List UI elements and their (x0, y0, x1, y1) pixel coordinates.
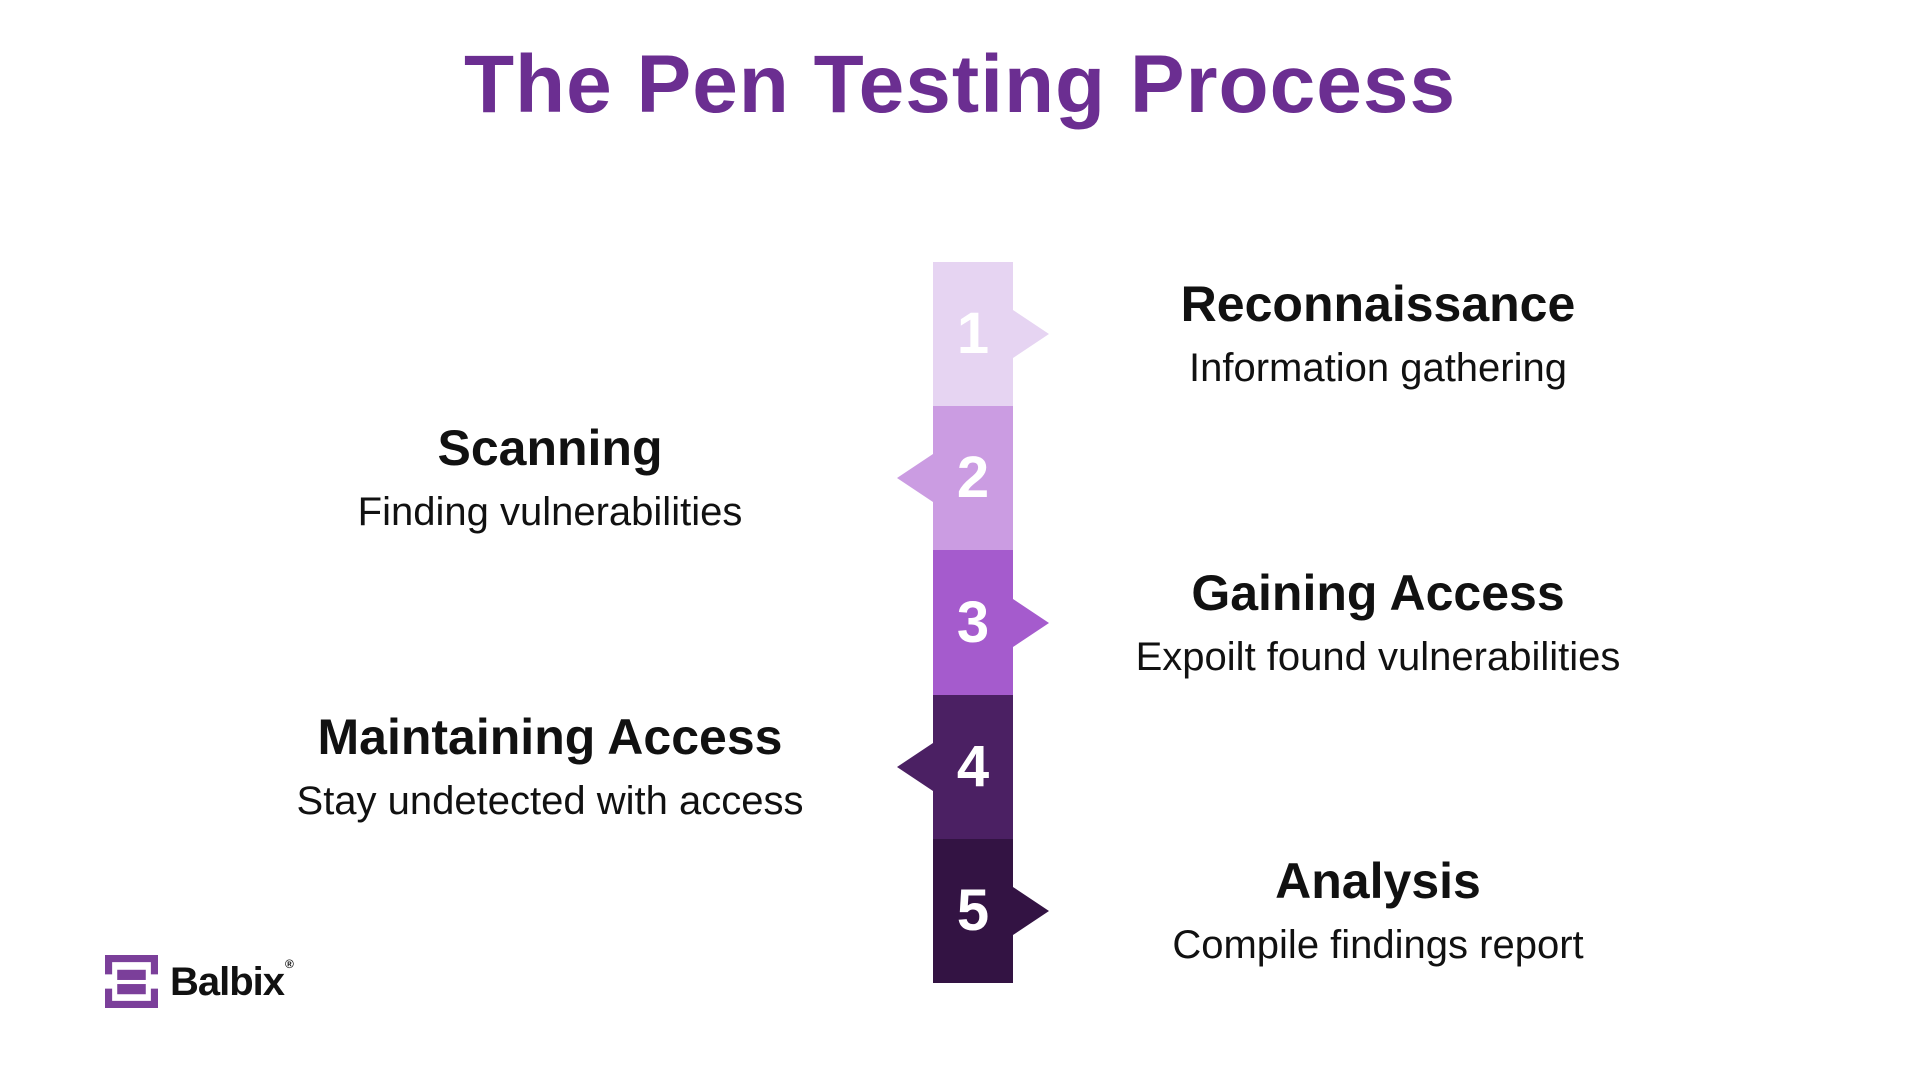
step-3-subtitle: Expoilt found vulnerabilities (1135, 635, 1621, 679)
process-step-4-segment: 4 (897, 695, 1013, 839)
step-4-arrow-icon (897, 743, 933, 791)
balbix-logo: Balbix® (105, 955, 294, 1008)
step-2-number: 2 (956, 445, 990, 510)
page-title: The Pen Testing Process (463, 39, 1457, 130)
step-1-number: 1 (956, 301, 990, 366)
step-1-heading: Reconnaissance (1180, 276, 1576, 332)
balbix-brand-name: Balbix (170, 959, 285, 1004)
step-3-label: Gaining Access Expoilt found vulnerabili… (1078, 553, 1678, 693)
step-1-subtitle: Information gathering (1188, 346, 1567, 390)
balbix-brand-text: Balbix® (170, 958, 294, 1004)
step-4-heading: Maintaining Access (317, 709, 783, 765)
step-5-arrow-icon (1013, 887, 1049, 935)
step-4-number: 4 (956, 734, 990, 799)
step-1-arrow-icon (1013, 310, 1049, 358)
step-5-number: 5 (956, 878, 990, 943)
step-4-label: Maintaining Access Stay undetected with … (90, 697, 1010, 837)
step-3-heading: Gaining Access (1191, 565, 1565, 621)
step-2-heading: Scanning (437, 420, 663, 476)
balbix-logo-icon (105, 955, 158, 1008)
step-2-subtitle: Finding vulnerabilities (357, 490, 743, 534)
step-1-label: Reconnaissance Information gathering (1078, 264, 1678, 404)
step-5-subtitle: Compile findings report (1172, 923, 1584, 967)
process-step-1-segment: 1 (933, 262, 1049, 406)
step-2-label: Scanning Finding vulnerabilities (90, 408, 1010, 548)
process-step-3-segment: 3 (933, 550, 1049, 695)
process-step-column: 1 2 3 4 5 (897, 262, 1049, 984)
registered-trademark: ® (285, 956, 294, 971)
step-5-label: Analysis Compile findings report (1078, 841, 1678, 981)
process-step-2-segment: 2 (897, 406, 1013, 550)
step-2-arrow-icon (897, 454, 933, 502)
step-3-number: 3 (956, 589, 990, 655)
step-5-heading: Analysis (1275, 853, 1481, 909)
process-step-5-segment: 5 (933, 839, 1049, 983)
step-4-subtitle: Stay undetected with access (296, 779, 804, 823)
step-3-arrow-icon (1013, 598, 1049, 647)
